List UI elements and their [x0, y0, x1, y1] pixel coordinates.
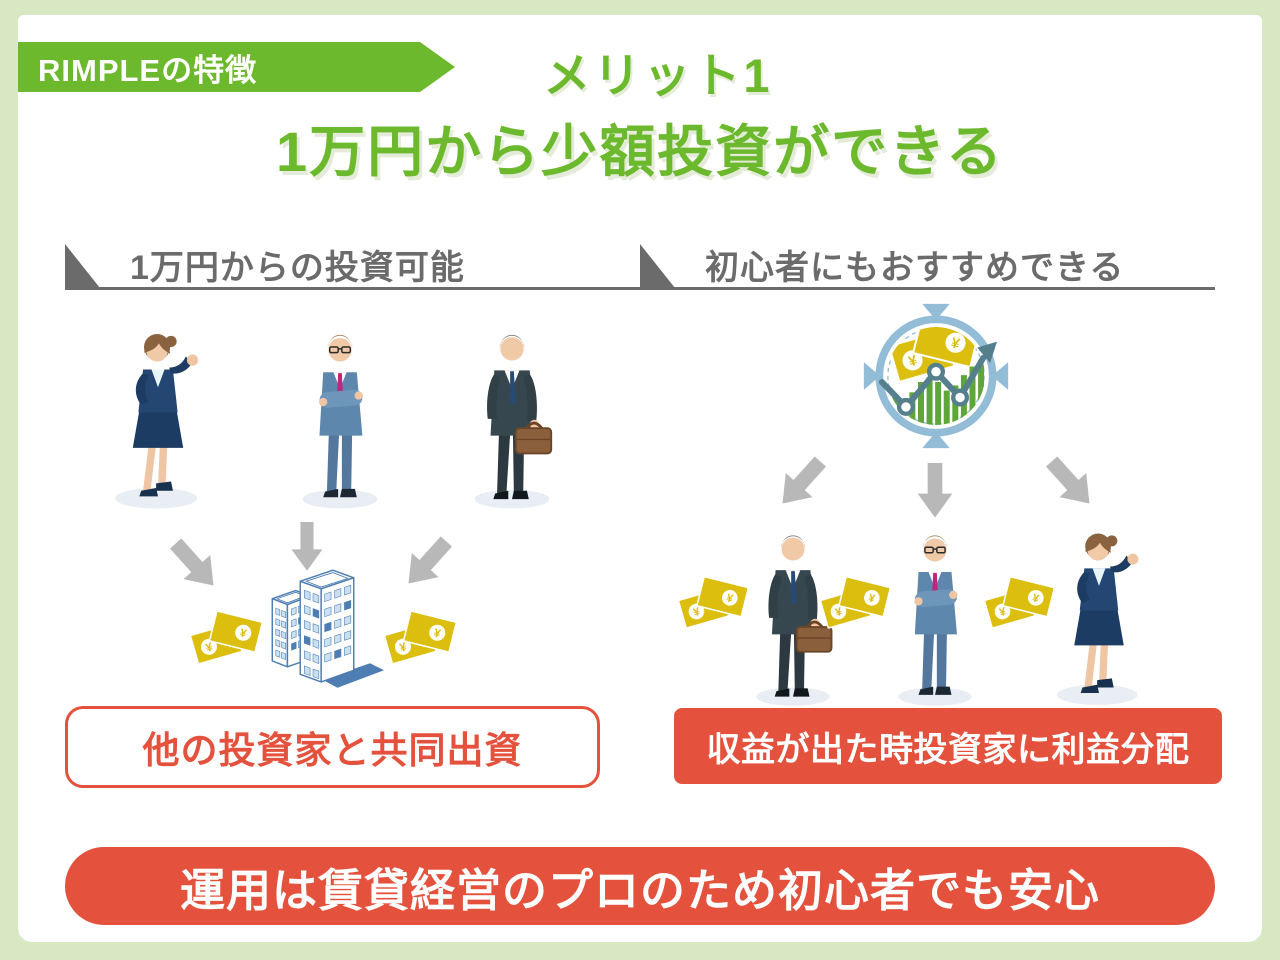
down-arrow-icon	[395, 529, 460, 596]
down-arrow-icon	[162, 531, 227, 598]
down-arrow-icon	[1038, 449, 1103, 516]
bottom-banner-text: 運用は賃貸経営のプロのため初心者でも安心	[179, 864, 1100, 916]
left-caption-text: 他の投資家と共同出資	[142, 730, 523, 771]
businessman-arms-crossed-icon	[301, 334, 379, 510]
down-arrow-icon	[769, 449, 834, 516]
yen-banknotes-icon	[384, 610, 458, 665]
bottom-banner: 運用は賃貸経営のプロのため初心者でも安心	[65, 847, 1215, 925]
businessman-briefcase-icon	[754, 533, 833, 708]
apartment-buildings-icon	[271, 569, 384, 689]
yen-banknotes-icon	[190, 610, 264, 665]
right-caption-box: 収益が出た時投資家に利益分配	[674, 708, 1222, 784]
left-heading-text: 1万円からの投資可能	[130, 249, 465, 287]
businessman-briefcase-icon	[473, 333, 553, 510]
ribbon-label: RIMPLEの特徴	[38, 52, 258, 88]
content-area: RIMPLEの特徴 メリット1 1万円から少額投資ができる 1万円からの投資可能…	[18, 15, 1262, 942]
left-column-heading: 1万円からの投資可能	[65, 241, 465, 288]
right-heading-text: 初心者にもおすすめできる	[705, 249, 1125, 287]
right-caption-text: 収益が出た時投資家に利益分配	[706, 730, 1190, 769]
feature-ribbon: RIMPLEの特徴	[18, 42, 455, 92]
right-column-heading: 初心者にもおすすめできる	[640, 241, 1124, 288]
investment-growth-icon	[864, 304, 1008, 453]
triangle-marker-icon	[65, 244, 100, 288]
down-arrow-icon	[291, 522, 323, 571]
triangle-marker-icon	[640, 244, 675, 288]
down-arrow-icon	[917, 463, 953, 518]
page-title: 1万円から少額投資ができる	[275, 120, 1005, 183]
businesswoman-icon	[1056, 533, 1139, 705]
left-caption-box: 他の投資家と共同出資	[65, 706, 600, 788]
yen-banknotes-icon	[820, 575, 892, 629]
businesswoman-icon	[115, 334, 199, 509]
businessman-arms-crossed-icon	[897, 534, 973, 707]
merit-label: メリット1	[543, 49, 773, 102]
yen-banknotes-icon	[984, 575, 1056, 629]
yen-banknotes-icon	[678, 575, 750, 629]
heading-underline	[65, 287, 1215, 290]
